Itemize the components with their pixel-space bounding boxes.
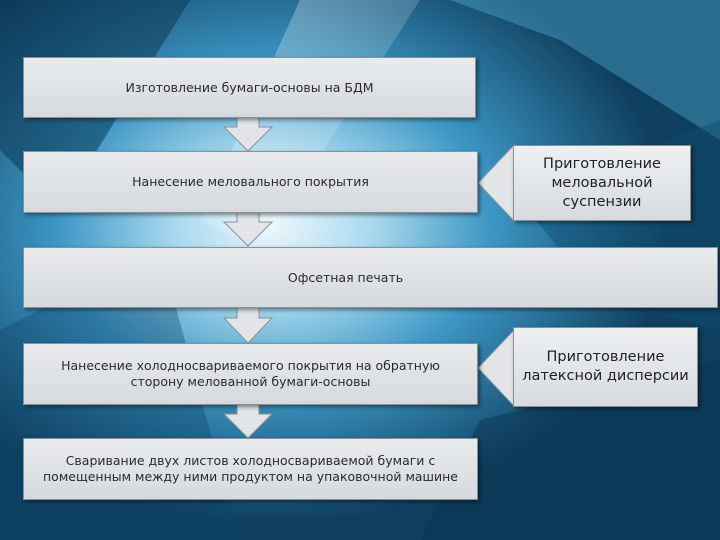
step-cold-seal-coating-label: Нанесение холодносвариваемого покрытия н… xyxy=(61,358,440,389)
prep-latex-dispersion-label: Приготовление латексной дисперсии xyxy=(522,349,689,384)
step-paper-base-label: Изготовление бумаги-основы на БДМ xyxy=(125,79,374,95)
step-offset-print-label: Офсетная печать xyxy=(287,269,404,285)
step-coating: Нанесение меловального покрытия xyxy=(23,151,478,213)
step-paper-base: Изготовление бумаги-основы на БДМ xyxy=(23,57,476,118)
prep-coating-suspension: Приготовление меловальной суспензии xyxy=(513,145,691,221)
step-coating-label: Нанесение меловального покрытия xyxy=(132,174,369,189)
prep-latex-dispersion: Приготовление латексной дисперсии xyxy=(513,327,698,407)
step-cold-seal-coating: Нанесение холодносвариваемого покрытия н… xyxy=(23,343,478,405)
prep-coating-suspension-label: Приготовление меловальной суспензии xyxy=(543,155,661,210)
step-sealing-label: Сваривание двух листов холодносвариваемо… xyxy=(43,453,458,484)
step-offset-print: Офсетная печать xyxy=(23,247,718,308)
step-sealing: Сваривание двух листов холодносвариваемо… xyxy=(23,438,478,500)
